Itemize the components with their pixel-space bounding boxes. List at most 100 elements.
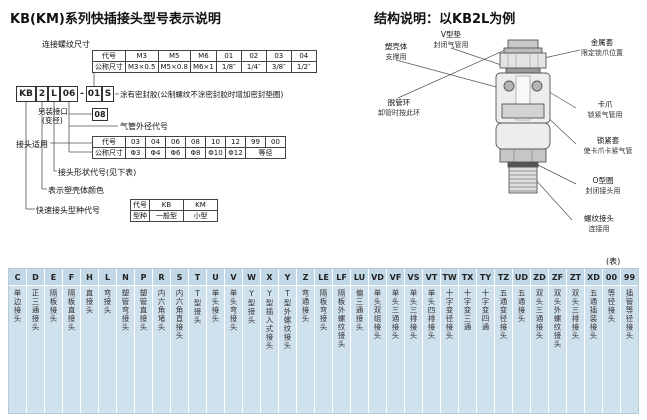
tube-size-row-header: 代号 (92, 136, 126, 148)
tube-size-cell: 12 (225, 136, 246, 148)
thread-size-label: 连接螺纹尺寸 (42, 40, 90, 49)
apply-label: 接头适用 (16, 140, 48, 149)
thread-size-cell: M5×0.8 (157, 61, 191, 73)
shape-code: W (243, 269, 260, 286)
shape-code: LU (351, 269, 368, 286)
thread-size-cell: 04 (290, 50, 317, 62)
hex-part (499, 148, 547, 163)
shape-code: X (261, 269, 278, 286)
tube-size-cell: Φ12 (225, 147, 246, 159)
thread-size-cell: 02 (240, 50, 267, 62)
shape-desc-text: 单头三排接头 (409, 289, 418, 340)
alt-port-label: 另装接口 (38, 107, 68, 116)
shape-desc-text: 塑管弯接头 (121, 289, 130, 332)
part-name: 卡爪 (597, 100, 613, 109)
shape-code: L (99, 269, 116, 286)
shape-desc-cell: 塑管弯接头 (117, 286, 134, 413)
part-name: O型圈 (592, 176, 614, 185)
label-threaded-connector: 螺纹接头 连接用 (570, 214, 628, 234)
shape-desc-cell: 单头三排接头 (405, 286, 422, 413)
shape-desc-cell: 五通接头 (513, 286, 530, 413)
part-desc: 限定锁爪位置 (581, 48, 623, 57)
thread-size-cell: 03 (265, 50, 292, 62)
part-desc: 锁紧气管用 (587, 110, 623, 119)
shape-desc-text: 五通变径接头 (499, 289, 508, 340)
shape-desc-text: 双头三通接头 (535, 289, 544, 340)
shape-desc-text: 等径接头 (607, 289, 616, 323)
shape-code: TX (459, 269, 476, 286)
shape-code: 00 (603, 269, 620, 286)
tube-size-row-header: 公称尺寸 (92, 147, 126, 159)
shape-code: ZD (531, 269, 548, 286)
shape-code: E (45, 269, 62, 286)
shape-desc-cell: 十字变三通 (459, 286, 476, 413)
release-ring-part (507, 39, 539, 49)
tube-size-cell: 08 (185, 136, 206, 148)
model-box-shape: L (48, 86, 60, 102)
shape-code: R (153, 269, 170, 286)
shape-desc-cell: 单头弯接头 (225, 286, 242, 413)
shape-desc-cell: 内六角堵头 (153, 286, 170, 413)
shape-code: VT (423, 269, 440, 286)
label-metal-sleeve: 金属套 限定锁爪位置 (566, 38, 638, 58)
part-desc: 封闭气管用 (433, 40, 469, 49)
shape-desc-cell: 双头外螺纹接头 (549, 286, 566, 413)
shape-desc-cell: 双头三通接头 (531, 286, 548, 413)
model-box-tube-od: 06 (60, 86, 78, 102)
shape-desc-cell: T型接头 (189, 286, 206, 413)
fitting-cross-section (395, 39, 581, 221)
shape-code: TW (441, 269, 458, 286)
shape-desc-text: 隔板弯接头 (319, 289, 328, 332)
label-release-ring: 脱管环 卸管时按此环 (368, 98, 430, 118)
o-ring-part (507, 161, 539, 168)
part-name: 锁紧套 (596, 136, 620, 145)
shape-desc-text: 内六角堵头 (157, 289, 166, 332)
tube-size-cell: 06 (165, 136, 186, 148)
shape-desc-text: 双头三排接头 (571, 289, 580, 340)
shape-desc-cell: Y型插入式接头 (261, 286, 278, 413)
claw-part-left (503, 80, 515, 92)
tube-size-cell: Φ8 (185, 147, 206, 159)
thread-size-row-header: 代号 (92, 50, 126, 62)
shape-code-label: 接头形状代号(见下表) (58, 168, 137, 177)
shape-desc-cell: 弯接头 (99, 286, 116, 413)
v-ring-part (505, 67, 541, 74)
part-desc: 卸管时按此环 (378, 108, 420, 117)
ring-flange-part (503, 47, 543, 54)
part-name: 塑壳体 (384, 42, 408, 51)
shape-desc-text: 塑管直接头 (139, 289, 148, 332)
tube-od-label: 气管外径代号 (120, 122, 168, 131)
shape-desc-cell: 偏三通接头 (351, 286, 368, 413)
shape-desc-cell: 直接头 (81, 286, 98, 413)
part-desc: 封闭接头用 (585, 186, 621, 195)
leader-lines (25, 72, 119, 210)
shape-desc-cell: 十字变径接头 (441, 286, 458, 413)
shape-desc-cell: 单头接头 (207, 286, 224, 413)
shape-desc-text: 弯通接头 (301, 289, 310, 323)
shape-desc-cell: 正三通接头 (27, 286, 44, 413)
label-plastic-body: 塑壳体 支撑用 (374, 42, 418, 62)
shape-code: D (27, 269, 44, 286)
shape-desc-cell: T型外螺纹接头 (279, 286, 296, 413)
shape-code: UD (513, 269, 530, 286)
shape-desc-text: 五通接头 (517, 289, 526, 323)
shape-desc-text: 插管等径接头 (625, 289, 634, 340)
thread-size-cell: M6×1 (190, 61, 217, 73)
thread-size-cell: M3 (125, 50, 159, 62)
shape-code: T (189, 269, 206, 286)
shape-desc-text: 单头三通接头 (391, 289, 400, 340)
tube-size-cell: Φ3 (125, 147, 146, 159)
tube-size-cell: Φ10 (205, 147, 226, 159)
tube-size-cell: 等径 (245, 147, 286, 159)
shape-desc-text: 双头外螺纹接头 (553, 289, 562, 349)
